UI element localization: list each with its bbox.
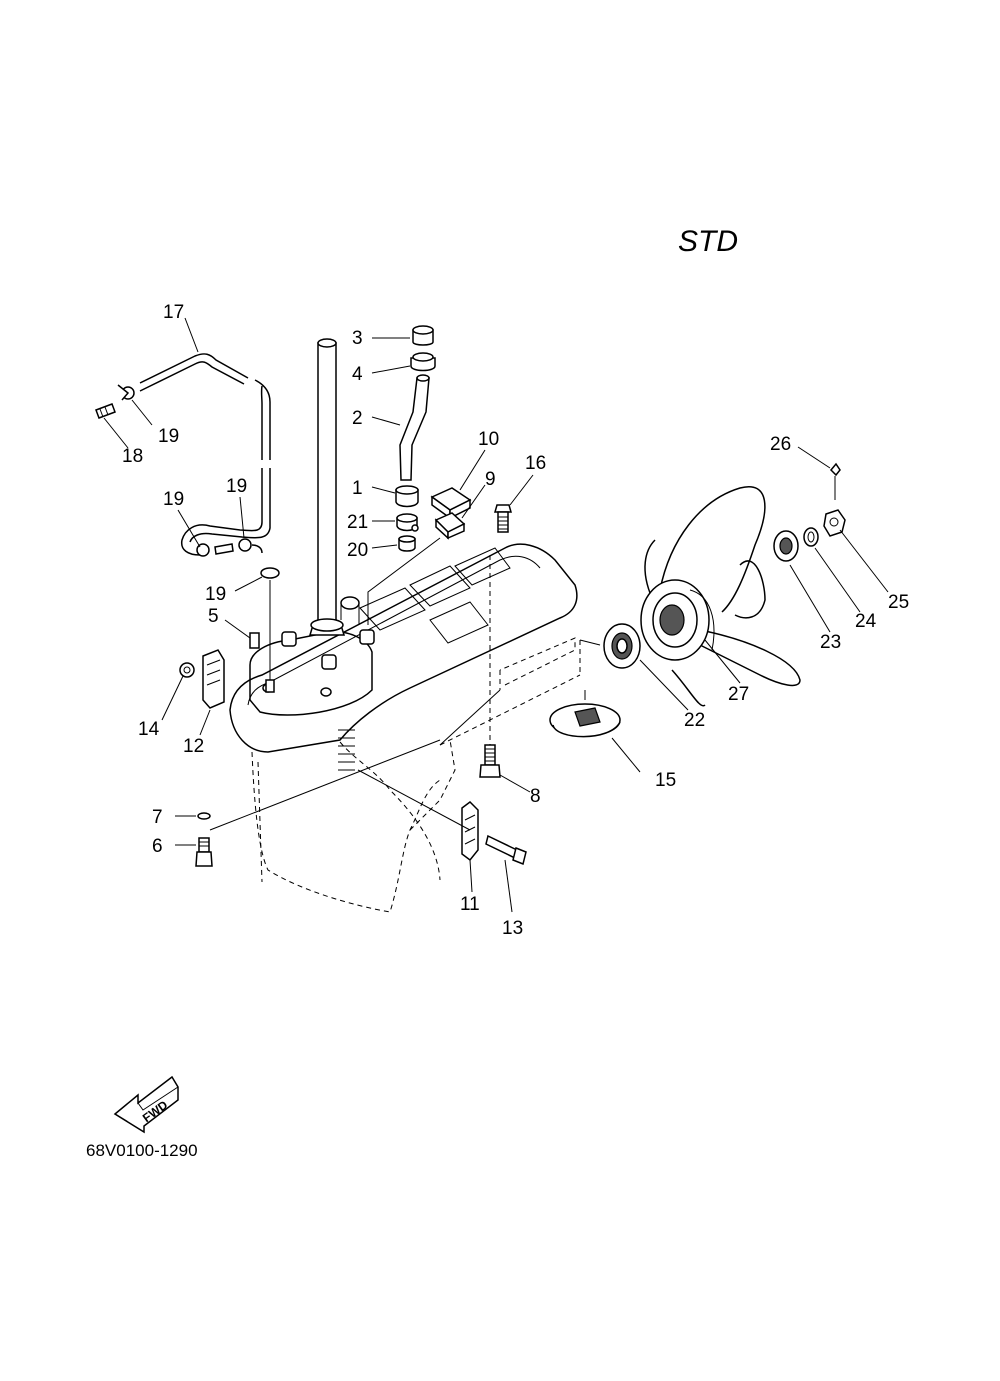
callout-14: 14 bbox=[138, 719, 160, 740]
callout-25: 25 bbox=[888, 592, 909, 613]
callout-9: 9 bbox=[485, 469, 496, 490]
callout-16: 16 bbox=[525, 453, 546, 474]
callout-3: 3 bbox=[352, 328, 363, 349]
callout-13: 13 bbox=[502, 918, 523, 939]
spacer-15 bbox=[549, 690, 621, 738]
callout-2: 2 bbox=[352, 408, 363, 429]
callout-27: 27 bbox=[728, 684, 749, 705]
cooling-hose-assembly bbox=[95, 353, 280, 693]
callout-8: 8 bbox=[530, 786, 541, 807]
propeller-27 bbox=[640, 485, 801, 707]
callout-26: 26 bbox=[770, 434, 791, 455]
callout-11: 11 bbox=[460, 894, 480, 915]
bolt-16 bbox=[489, 504, 512, 745]
callout-20: 20 bbox=[347, 540, 368, 561]
callout-21: 21 bbox=[347, 512, 368, 533]
callout-15: 15 bbox=[655, 770, 676, 791]
callout-6: 6 bbox=[152, 836, 163, 857]
diagram-title: STD bbox=[678, 225, 738, 258]
callout-labels: 1 2 3 4 5 6 7 8 9 10 11 12 13 14 15 16 1… bbox=[122, 302, 909, 939]
rubber-seals bbox=[430, 487, 472, 540]
callout-23: 23 bbox=[820, 632, 841, 653]
drive-shaft bbox=[308, 338, 346, 636]
anode-12 bbox=[179, 649, 225, 709]
trim-tab-anode bbox=[461, 801, 527, 866]
water-tube-assembly bbox=[340, 325, 436, 625]
callout-12: 12 bbox=[183, 736, 204, 757]
bolt-8 bbox=[479, 744, 501, 778]
callout-18: 18 bbox=[122, 446, 143, 467]
callout-22: 22 bbox=[684, 710, 705, 731]
dowel-pin-5 bbox=[249, 632, 260, 649]
lower-casing bbox=[229, 543, 581, 913]
reference-code: 68V0100-1290 bbox=[86, 1141, 198, 1160]
callout-17: 17 bbox=[163, 302, 184, 323]
callout-19-left: 19 bbox=[163, 489, 184, 510]
prop-nut-parts bbox=[773, 462, 846, 562]
callout-10: 10 bbox=[478, 429, 499, 450]
callout-7: 7 bbox=[152, 807, 163, 828]
callout-19-mid: 19 bbox=[226, 476, 247, 497]
callout-24: 24 bbox=[855, 611, 877, 632]
leader-lines bbox=[103, 317, 889, 913]
fwd-arrow-icon: FWD bbox=[113, 1075, 179, 1134]
bolt-6 bbox=[195, 812, 213, 867]
thrust-washer-22 bbox=[603, 623, 641, 669]
callout-4: 4 bbox=[352, 364, 363, 385]
fwd-label: FWD bbox=[140, 1098, 171, 1126]
callout-5: 5 bbox=[208, 606, 219, 627]
callout-19-bottom: 19 bbox=[205, 584, 226, 605]
callout-19-top: 19 bbox=[158, 426, 179, 447]
callout-1: 1 bbox=[352, 478, 363, 499]
